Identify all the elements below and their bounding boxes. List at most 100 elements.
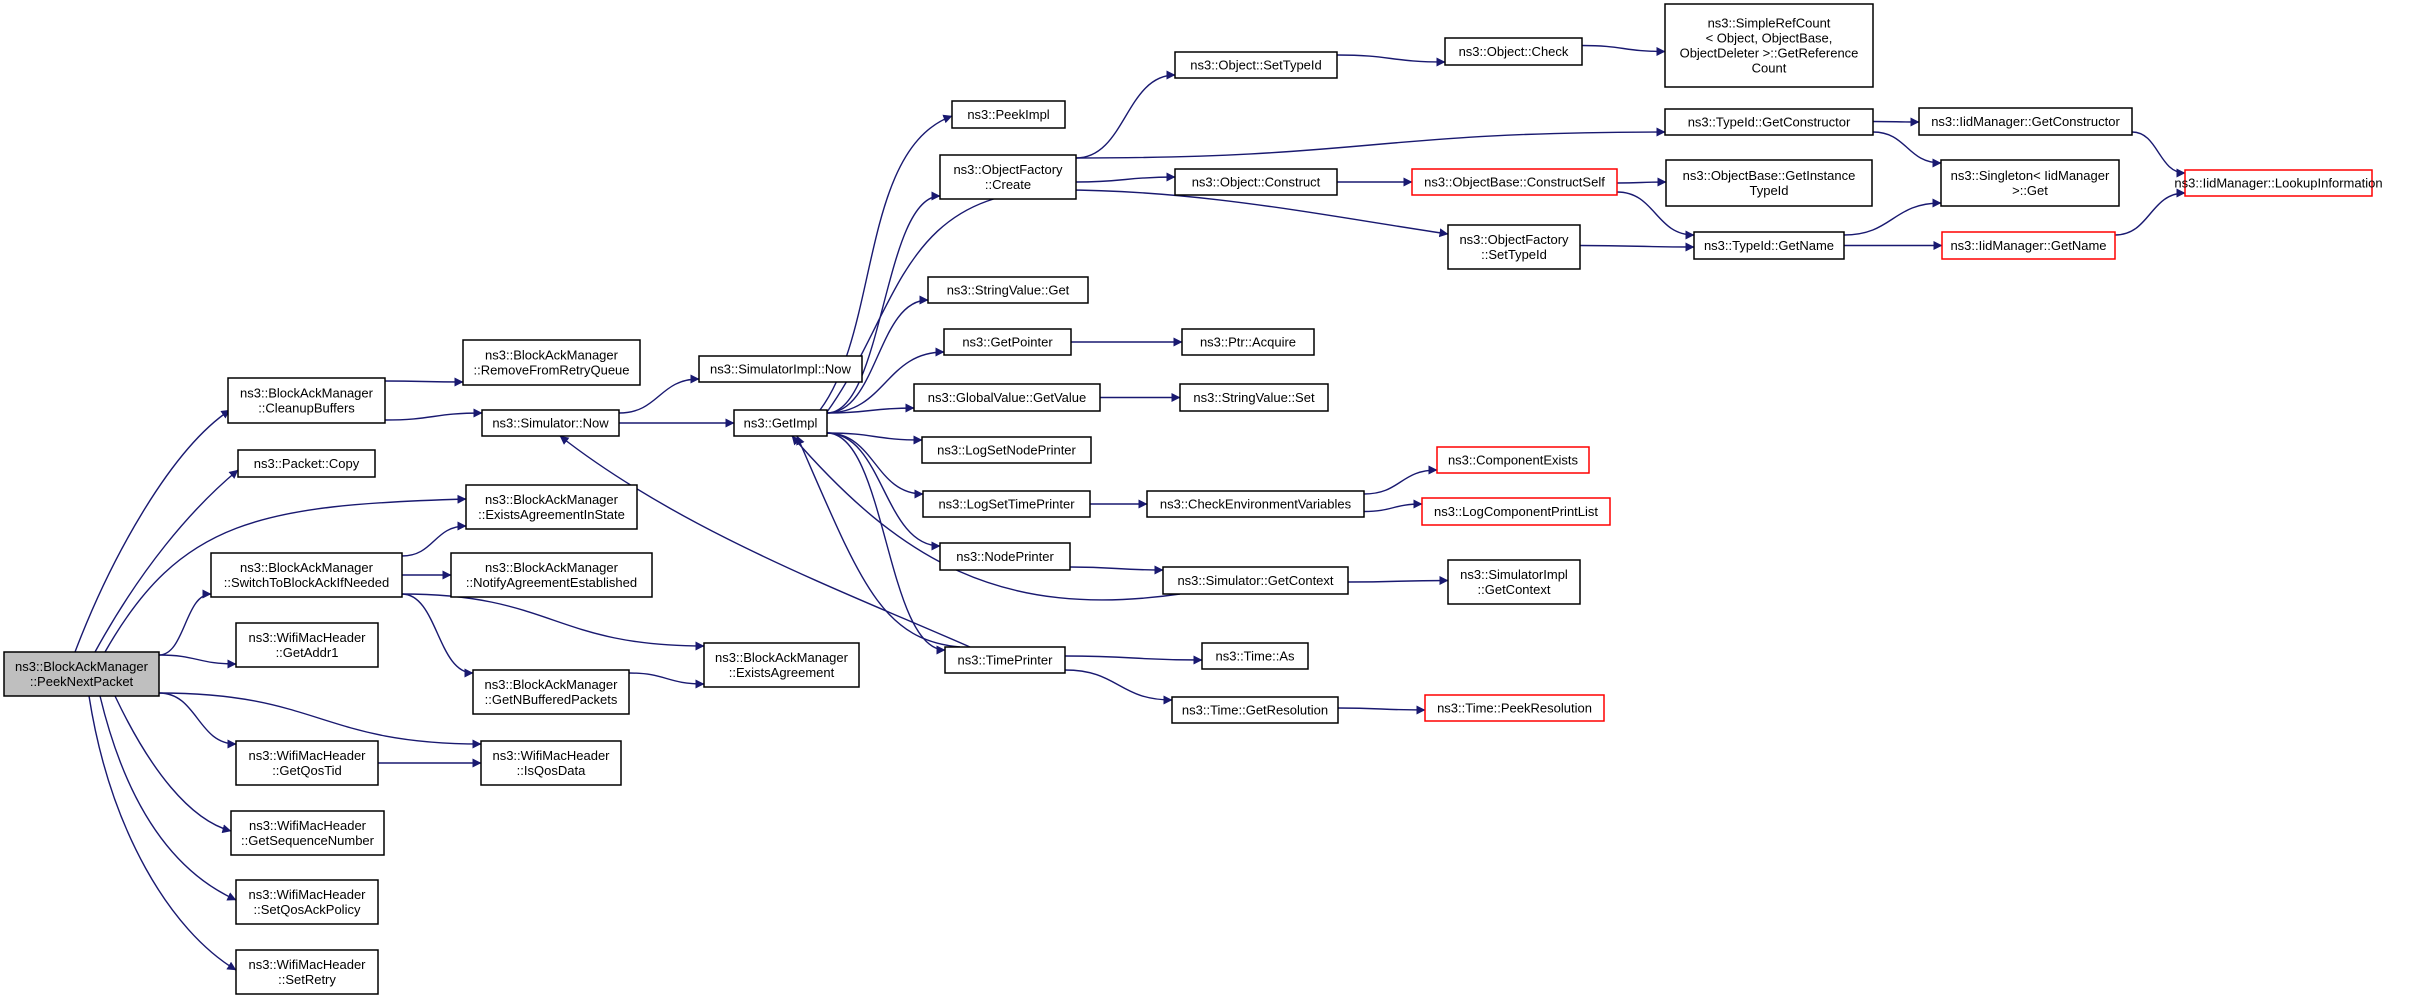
node-label-switchToBlockAck-line-1: ::SwitchToBlockAckIfNeeded	[224, 575, 389, 590]
node-stringValueGet[interactable]: ns3::StringValue::Get	[927, 276, 1089, 304]
node-logSetTimePrinter[interactable]: ns3::LogSetTimePrinter	[922, 490, 1091, 518]
node-logComponentPrintList[interactable]: ns3::LogComponentPrintList	[1421, 497, 1611, 526]
node-isQosData[interactable]: ns3::WifiMacHeader::IsQosData	[480, 740, 622, 786]
node-box-timeGetResolution	[1171, 696, 1339, 724]
edge-root-to-setRetry	[88, 695, 237, 971]
node-iidGetConstructor[interactable]: ns3::IidManager::GetConstructor	[1918, 107, 2133, 136]
edge-getImpl-to-logSetNodePrinter	[826, 432, 923, 445]
node-existsAgreement[interactable]: ns3::BlockAckManager::ExistsAgreement	[703, 642, 860, 688]
node-timeAs[interactable]: ns3::Time::As	[1201, 642, 1309, 670]
node-removeFromRetryQueue[interactable]: ns3::BlockAckManager::RemoveFromRetryQue…	[462, 339, 641, 386]
edge-simGetContext-to-simImplGetContext	[1347, 576, 1449, 586]
node-objBaseConstructSelf[interactable]: ns3::ObjectBase::ConstructSelf	[1411, 168, 1618, 196]
edge-root-to-getAddr1	[158, 654, 237, 669]
node-getImpl[interactable]: ns3::GetImpl	[733, 409, 828, 437]
node-setRetry[interactable]: ns3::WifiMacHeader::SetRetry	[235, 949, 379, 995]
edge-switchToBlockAck-to-existsAgreementInState	[401, 521, 467, 557]
edge-root-to-setQosAckPolicy	[99, 695, 237, 901]
node-objectConstruct[interactable]: ns3::Object::Construct	[1174, 168, 1338, 196]
node-box-existsAgreement	[703, 642, 860, 688]
node-simImplNow[interactable]: ns3::SimulatorImpl::Now	[698, 355, 863, 383]
node-checkEnvVars[interactable]: ns3::CheckEnvironmentVariables	[1146, 490, 1365, 518]
edge-root-to-getSeqNum	[114, 695, 232, 834]
edge-switchToBlockAck-to-existsAgreement	[401, 593, 705, 651]
node-getNBufferedPackets[interactable]: ns3::BlockAckManager::GetNBufferedPacket…	[472, 669, 630, 715]
node-label-stringValueSet-line-0: ns3::StringValue::Set	[1193, 390, 1315, 405]
node-objFactoryCreate[interactable]: ns3::ObjectFactory::Create	[939, 154, 1077, 200]
node-box-simImplNow	[698, 355, 863, 383]
node-box-objectCheck	[1444, 37, 1583, 66]
node-label-ptrAcquire-line-0: ns3::Ptr::Acquire	[1200, 335, 1296, 350]
node-label-peekImpl-line-0: ns3::PeekImpl	[967, 107, 1049, 122]
node-label-root-line-0: ns3::BlockAckManager	[15, 659, 149, 674]
node-ptrAcquire[interactable]: ns3::Ptr::Acquire	[1181, 328, 1315, 356]
edge-objBaseConstructSelf-to-objBaseGetInstanceTypeId	[1616, 177, 1667, 187]
node-label-simImplGetContext-line-0: ns3::SimulatorImpl	[1460, 567, 1568, 582]
node-box-cleanupBuffers	[227, 377, 386, 424]
node-switchToBlockAck[interactable]: ns3::BlockAckManager::SwitchToBlockAckIf…	[210, 552, 403, 598]
edges	[74, 44, 2186, 971]
node-box-getNBufferedPackets	[472, 669, 630, 715]
node-logSetNodePrinter[interactable]: ns3::LogSetNodePrinter	[921, 436, 1092, 464]
node-getAddr1[interactable]: ns3::WifiMacHeader::GetAddr1	[235, 622, 379, 668]
node-simpleRefCount[interactable]: ns3::SimpleRefCount< Object, ObjectBase,…	[1664, 3, 1874, 88]
node-nodePrinter[interactable]: ns3::NodePrinter	[939, 542, 1071, 571]
node-getQosTid[interactable]: ns3::WifiMacHeader::GetQosTid	[235, 740, 379, 786]
node-box-iidGetName	[1941, 231, 2116, 260]
node-getPointer[interactable]: ns3::GetPointer	[943, 328, 1072, 356]
node-label-simImplNow-line-0: ns3::SimulatorImpl::Now	[710, 362, 851, 377]
node-label-iidGetName-line-0: ns3::IidManager::GetName	[1950, 238, 2106, 253]
edge-checkEnvVars-to-logComponentPrintList	[1363, 499, 1423, 513]
node-label-existsAgreement-line-0: ns3::BlockAckManager	[715, 650, 849, 665]
node-singletonGet[interactable]: ns3::Singleton< IidManager>::Get	[1940, 159, 2120, 207]
node-label-simpleRefCount-line-3: Count	[1752, 61, 1787, 76]
edge-cleanupBuffers-to-simulatorNow	[384, 408, 483, 421]
node-timePrinter[interactable]: ns3::TimePrinter	[944, 646, 1066, 674]
edge-getNBufferedPackets-to-existsAgreement	[628, 672, 705, 689]
edge-timeGetResolution-to-timePeekResolution	[1337, 705, 1426, 715]
node-globalValueGetValue[interactable]: ns3::GlobalValue::GetValue	[913, 383, 1101, 412]
node-getSeqNum[interactable]: ns3::WifiMacHeader::GetSequenceNumber	[230, 810, 385, 856]
node-box-isQosData	[480, 740, 622, 786]
node-timeGetResolution[interactable]: ns3::Time::GetResolution	[1171, 696, 1339, 724]
node-objectSetTypeId[interactable]: ns3::Object::SetTypeId	[1174, 51, 1338, 79]
node-box-getPointer	[943, 328, 1072, 356]
node-objectCheck[interactable]: ns3::Object::Check	[1444, 37, 1583, 66]
edge-timePrinter-to-simulatorNow	[559, 435, 971, 648]
node-simImplGetContext[interactable]: ns3::SimulatorImpl::GetContext	[1447, 559, 1581, 605]
node-iidGetName[interactable]: ns3::IidManager::GetName	[1941, 231, 2116, 260]
node-timePeekResolution[interactable]: ns3::Time::PeekResolution	[1424, 694, 1605, 722]
node-label-setRetry-line-0: ns3::WifiMacHeader	[248, 957, 366, 972]
edge-iidGetName-to-iidLookupInformation	[2114, 188, 2186, 236]
node-typeIdGetConstructor[interactable]: ns3::TypeId::GetConstructor	[1664, 108, 1874, 136]
node-root[interactable]: ns3::BlockAckManager::PeekNextPacket	[3, 651, 160, 697]
node-simGetContext[interactable]: ns3::Simulator::GetContext	[1162, 566, 1349, 595]
edge-root-to-existsAgreementInState	[104, 494, 467, 653]
edge-typeIdGetConstructor-to-iidGetConstructor	[1872, 117, 1920, 127]
node-box-simulatorNow	[481, 409, 620, 437]
node-objFactorySetTypeId[interactable]: ns3::ObjectFactory::SetTypeId	[1447, 224, 1581, 270]
node-box-setRetry	[235, 949, 379, 995]
node-label-packetCopy-line-0: ns3::Packet::Copy	[254, 456, 360, 471]
node-label-notifyAgreementEstablished-line-1: ::NotifyAgreementEstablished	[466, 575, 637, 590]
node-peekImpl[interactable]: ns3::PeekImpl	[951, 100, 1066, 129]
node-iidLookupInformation[interactable]: ns3::IidManager::LookupInformation	[2174, 169, 2383, 197]
node-box-typeIdGetName	[1693, 231, 1845, 260]
node-box-singletonGet	[1940, 159, 2120, 207]
edge-objectSetTypeId-to-objectCheck	[1336, 54, 1446, 67]
node-typeIdGetName[interactable]: ns3::TypeId::GetName	[1693, 231, 1845, 260]
node-existsAgreementInState[interactable]: ns3::BlockAckManager::ExistsAgreementInS…	[465, 484, 638, 530]
edge-getImpl-to-objFactoryCreate	[826, 191, 941, 414]
edge-switchToBlockAck-to-getNBufferedPackets	[401, 593, 474, 678]
edge-getImpl-to-getPointer	[826, 347, 945, 414]
node-componentExists[interactable]: ns3::ComponentExists	[1436, 446, 1590, 474]
node-stringValueSet[interactable]: ns3::StringValue::Set	[1179, 383, 1329, 412]
node-cleanupBuffers[interactable]: ns3::BlockAckManager::CleanupBuffers	[227, 377, 386, 424]
node-packetCopy[interactable]: ns3::Packet::Copy	[237, 449, 376, 478]
node-label-simpleRefCount-line-1: < Object, ObjectBase,	[1706, 31, 1833, 46]
node-simulatorNow[interactable]: ns3::Simulator::Now	[481, 409, 620, 437]
node-setQosAckPolicy[interactable]: ns3::WifiMacHeader::SetQosAckPolicy	[235, 879, 379, 925]
node-notifyAgreementEstablished[interactable]: ns3::BlockAckManager::NotifyAgreementEst…	[450, 552, 653, 598]
node-box-logComponentPrintList	[1421, 497, 1611, 526]
